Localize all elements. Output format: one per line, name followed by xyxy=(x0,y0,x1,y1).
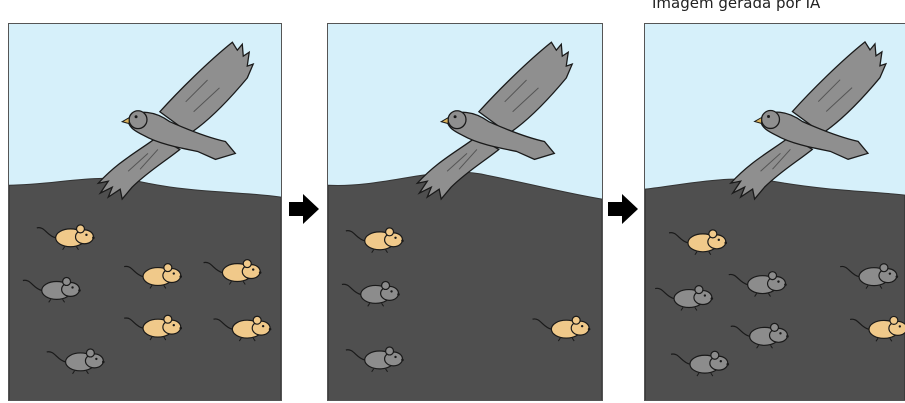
panel-predation xyxy=(327,23,603,401)
right-arrow-icon xyxy=(607,194,639,224)
panel-before xyxy=(8,23,282,401)
panel-after-scene xyxy=(645,24,905,400)
panel-predation-scene xyxy=(328,24,602,400)
panel-after xyxy=(644,23,905,401)
right-arrow-icon xyxy=(288,194,320,224)
ai-generated-caption: Imagem gerada por IA xyxy=(652,0,820,12)
panel-before-scene xyxy=(9,24,281,400)
